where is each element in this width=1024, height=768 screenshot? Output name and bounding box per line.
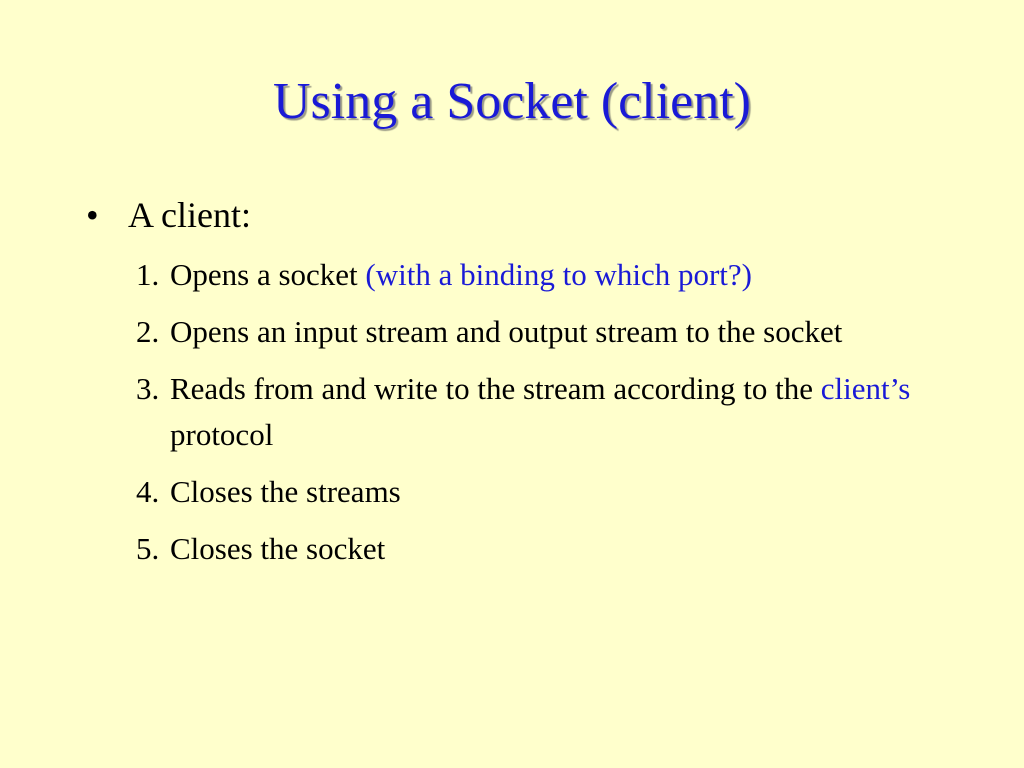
bullet-text: A client: bbox=[128, 195, 251, 235]
bullet-icon: • bbox=[86, 195, 99, 235]
list-item-plain-after: protocol bbox=[170, 417, 274, 452]
list-number: 2. bbox=[136, 314, 160, 349]
list-item-5: 5. Closes the socket bbox=[136, 526, 956, 572]
list-number: 4. bbox=[136, 474, 160, 509]
list-item-text: Opens a socket (with a binding to which … bbox=[170, 252, 956, 298]
list-item-1: 1. Opens a socket (with a binding to whi… bbox=[136, 252, 956, 298]
list-number: 3. bbox=[136, 371, 160, 406]
list-item-4: 4. Closes the streams bbox=[136, 469, 956, 515]
list-item-text: Reads from and write to the stream accor… bbox=[170, 366, 956, 458]
list-item-3: 3. Reads from and write to the stream ac… bbox=[136, 366, 956, 458]
numbered-list: 1. Opens a socket (with a binding to whi… bbox=[136, 252, 956, 583]
bullet-item: • A client: bbox=[86, 190, 251, 240]
list-item-text: Opens an input stream and output stream … bbox=[170, 314, 843, 349]
list-item-plain: Opens a socket bbox=[170, 257, 358, 292]
slide-title: Using a Socket (client) bbox=[273, 73, 751, 130]
list-number: 5. bbox=[136, 531, 160, 566]
list-item-highlight: client’s bbox=[820, 371, 911, 406]
list-item-text: Closes the socket bbox=[170, 531, 386, 566]
list-number: 1. bbox=[136, 257, 160, 292]
list-item-plain: Reads from and write to the stream accor… bbox=[170, 371, 814, 406]
list-item-2: 2. Opens an input stream and output stre… bbox=[136, 309, 956, 355]
list-item-highlight: (with a binding to which port?) bbox=[365, 257, 752, 292]
list-item-text: Closes the streams bbox=[170, 474, 401, 509]
